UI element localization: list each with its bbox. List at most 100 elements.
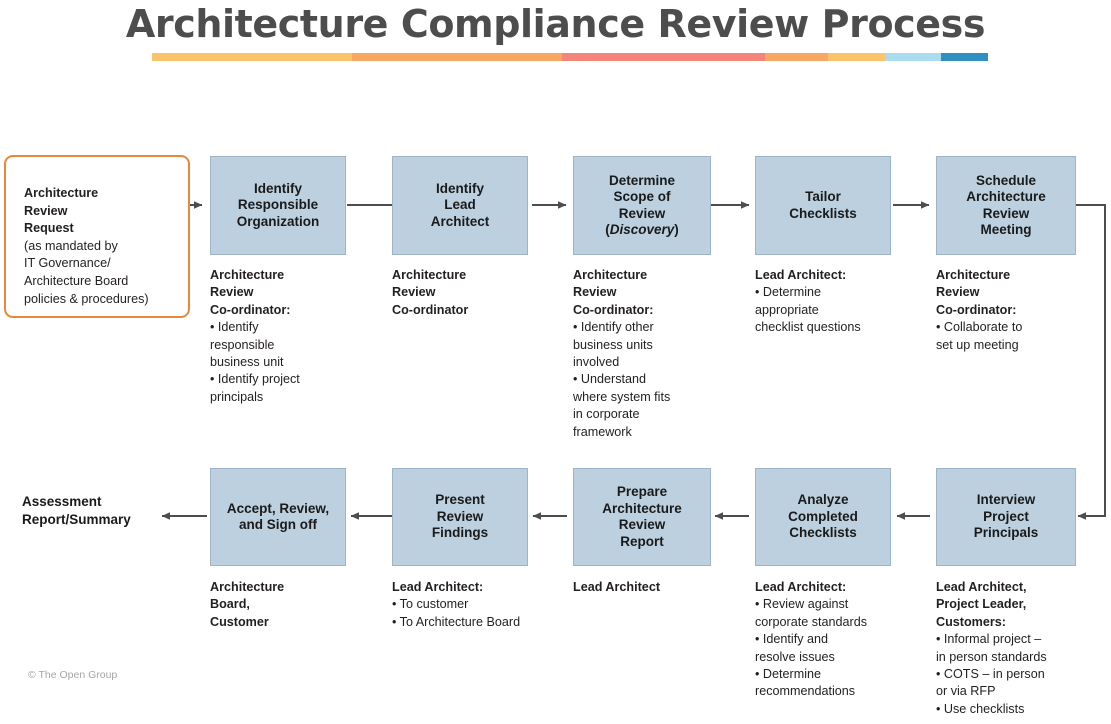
process-box-accept-review-and-sign-off[interactable]: Accept, Review,and Sign off [210,468,346,566]
caption-bullet-line-1: • Identify [210,320,259,335]
title-rule-segment-5 [828,53,885,61]
start-detail-line-4: policies & procedures) [24,291,149,306]
assessment-report-summary-label: Assessment Report/Summary [22,493,187,529]
start-detail-line-1: (as mandated by [24,238,118,253]
box-line-1: Present [435,492,485,508]
box-line-3: Organization [236,213,320,229]
start-title-line-1: Architecture [24,186,99,200]
start-title-line-3: Request [24,221,74,236]
box-line-3: Review [982,205,1030,221]
caption-bullet-line-2: in person standards [936,649,1047,664]
caption-bullet-line-3: involved [573,355,620,370]
caption-present-review-findings: Lead Architect:• To customer• To Archite… [392,579,550,631]
box-line-3: Principals [973,525,1039,541]
caption-role-line-1: Architecture [936,268,1011,282]
caption-bullet-line-5: principals [210,389,264,404]
end-label-line-1: Assessment [22,494,102,509]
caption-bullet-line-2: corporate standards [755,614,868,629]
box-line-3: Review [618,517,666,532]
caption-role-line-2: Review [392,285,436,300]
title-rule-segment-6 [885,53,941,61]
caption-bullet-line-3: • COTS – in person [936,667,1045,682]
caption-bullet-line-1: • To customer [392,597,469,612]
caption-role-line-3: Customer [210,614,269,629]
box-line-1: Determine [608,172,675,188]
box-line-2: Review [436,508,484,524]
arrow-wrap-row1-to-row2 [1076,204,1106,520]
caption-role-line-3: Customers: [936,614,1006,629]
box-line-2: Responsible [237,197,319,213]
box-line-2: Scope of [613,189,671,204]
caption-role-line-1: Lead Architect: [755,268,847,282]
caption-role-line-1: Architecture [573,268,648,282]
box-line-2: Checklists [789,205,857,221]
caption-bullet-line-4: • Identify project [210,372,300,387]
caption-bullet-line-3: • Identify and [755,632,829,647]
title-rule-segment-2 [352,53,562,61]
box-line-1: Identify [253,180,302,196]
caption-bullet-line-1: • Determine [755,285,822,300]
box-line-1: Tailor [805,189,841,204]
title-rule [152,53,988,61]
box-line-2: Architecture [602,500,682,516]
title-rule-segment-7 [941,53,988,61]
caption-bullet-line-2: responsible [210,337,275,352]
box-line-2: Architecture [966,189,1046,204]
caption-interview-project-principals: Lead Architect,Project Leader,Customers:… [936,579,1098,718]
box-line-1: Identify [435,180,484,196]
caption-bullet-line-7: framework [573,424,632,439]
start-detail-line-3: Architecture Board [24,273,129,288]
box-line-1: Prepare [616,484,668,499]
caption-bullet-line-6: in corporate [573,407,640,422]
box-line-4: Meeting [980,222,1032,237]
caption-role-line-1: Architecture [210,268,285,282]
caption-bullet-line-1: • Review against [755,597,849,612]
caption-role-line-1: Architecture [392,268,467,282]
box-line-italic: (Discovery) [605,222,679,237]
box-line-3: Architect [430,213,490,229]
caption-prepare-architecture-review-report: Lead Architect [573,579,733,596]
box-line-3: Findings [431,525,489,541]
start-detail-line-2: IT Governance/ [24,256,111,271]
caption-bullet-line-6: recommendations [755,684,856,699]
caption-role-line-2: Review [573,285,617,300]
caption-bullet-line-5: where system fits [573,389,671,404]
start-title-line-2: Review [24,203,68,218]
caption-role-line-3: Co-ordinator: [210,302,291,317]
start-node-architecture-review-request[interactable]: Architecture Review Request (as mandated… [4,155,190,318]
box-line-2: Lead [444,197,476,213]
box-line-2: and Sign off [238,517,317,532]
caption-bullet-line-1: • Identify other [573,320,654,335]
caption-bullet-line-2: business units [573,337,653,352]
caption-role-line-2: Board, [210,597,250,612]
box-line-1: Accept, Review, [226,500,330,516]
caption-role-line-1: Lead Architect [573,580,661,594]
box-line-2: Completed [788,508,858,524]
caption-role-line-1: Architecture [210,580,285,594]
caption-role-line-1: Lead Architect, [936,580,1027,594]
process-box-label: Accept, Review,and Sign off [227,501,329,534]
title-rule-segment-4 [765,53,828,61]
caption-bullet-line-4: resolve issues [755,649,835,664]
box-line-4: Report [620,533,664,549]
